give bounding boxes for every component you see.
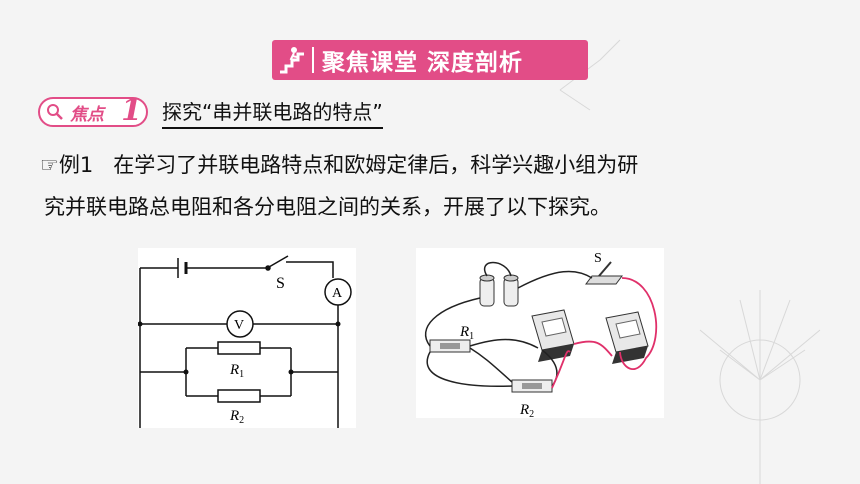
r2-label-letter: R — [229, 408, 239, 424]
section-banner: 聚焦课堂 深度剖析 — [272, 40, 588, 80]
switch-label: S — [276, 275, 285, 292]
photo-r1-letter: R — [459, 324, 469, 340]
photo-switch-label: S — [594, 251, 602, 266]
photo-r2-label: R2 — [519, 402, 534, 418]
battery-icon — [479, 274, 519, 307]
resistor-r1-icon — [429, 339, 471, 353]
topic-row: 焦点 1 探究“串并联电路的特点” — [38, 93, 383, 129]
topic-badge: 焦点 1 — [38, 93, 148, 128]
photo-r1-label: R1 — [459, 324, 474, 342]
example-text: ☞例1 在学习了并联电路特点和欧姆定律后，科学兴趣小组为研 究并联电路总电阻和各… — [40, 144, 830, 228]
topic-badge-number: 1 — [121, 93, 142, 128]
r2-label-sub: 2 — [239, 415, 244, 426]
photo-r2-sub: 2 — [529, 409, 534, 418]
voltmeter-label: V — [234, 318, 244, 333]
knife-switch-icon — [585, 261, 623, 285]
voltmeter-device-icon — [531, 309, 575, 362]
photo-r1-sub: 1 — [469, 331, 474, 342]
red-wire — [551, 277, 658, 389]
stairs-figure-icon — [272, 40, 312, 80]
wiring-photo-diagram: S R1 R2 — [416, 248, 664, 420]
banner-separator — [312, 47, 314, 73]
topic-title: 探究“串并联电路的特点” — [162, 96, 383, 129]
topic-badge-label: 焦点 — [70, 105, 104, 125]
example-label: 例1 — [58, 153, 94, 177]
example-line-1: ☞例1 在学习了并联电路特点和欧姆定律后，科学兴趣小组为研 — [40, 144, 830, 186]
photo-r2-letter: R — [519, 402, 529, 418]
ammeter-device-icon — [605, 311, 649, 364]
r1-label-sub: 1 — [239, 369, 244, 380]
banner-title: 聚焦课堂 深度剖析 — [322, 50, 524, 76]
circuit-diagram: S A V R1 R2 — [137, 248, 356, 428]
r2-label: R2 — [229, 408, 244, 426]
magnifier-icon — [47, 104, 63, 120]
r1-label: R1 — [229, 362, 244, 380]
example-text-line-1: 在学习了并联电路特点和欧姆定律后，科学兴趣小组为研 — [113, 153, 639, 177]
ammeter-label: A — [332, 286, 343, 301]
resistor-r2-icon — [511, 379, 553, 393]
example-text-line-2: 究并联电路总电阻和各分电阻之间的关系，开展了以下探究。 — [44, 195, 611, 219]
r1-label-letter: R — [229, 362, 239, 378]
pointing-hand-icon: ☞ — [40, 153, 59, 177]
